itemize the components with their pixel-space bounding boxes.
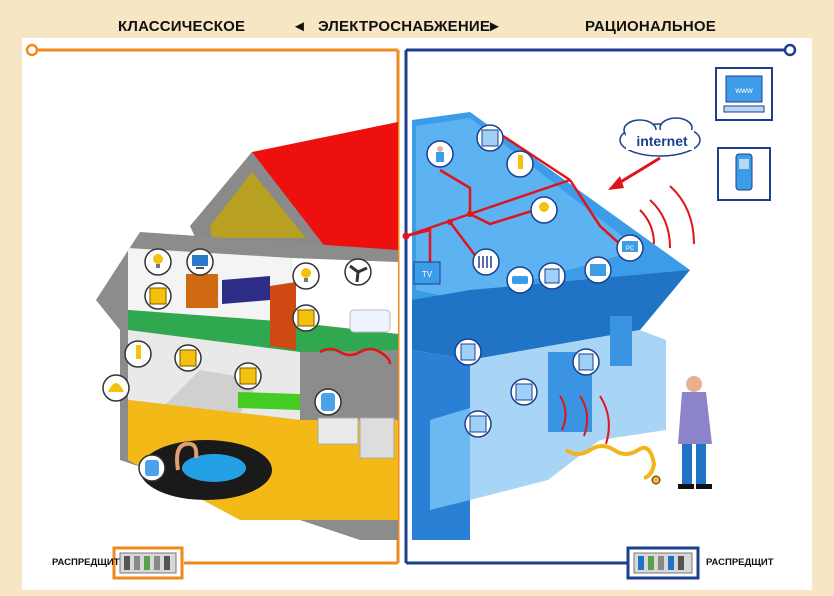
heater-icon <box>472 248 500 276</box>
stove <box>317 417 359 445</box>
bulb-icon <box>506 150 534 178</box>
kitchen-cabinet <box>359 417 395 459</box>
mobile-phone <box>717 147 771 201</box>
keypad-icon <box>572 348 600 376</box>
switch-icon <box>464 410 492 438</box>
header-rational: РАЦИОНАЛЬНОЕ <box>585 18 716 35</box>
middle-floor-blue <box>412 270 690 360</box>
floor-heating-end <box>651 475 661 485</box>
classic-frame-node <box>25 43 39 57</box>
window-icon <box>510 378 538 406</box>
router-icon <box>584 256 612 284</box>
wiring-node <box>447 219 453 225</box>
bulb-icon <box>530 196 558 224</box>
internet-arrow-head <box>608 176 624 190</box>
www-label: www <box>734 86 753 95</box>
classic-panel-label: РАСПРЕДЩИТ <box>52 557 120 568</box>
upper-floor-blue <box>416 118 640 300</box>
person-figure <box>678 376 712 489</box>
switch-icon <box>144 282 172 310</box>
bathtub <box>349 309 391 333</box>
sofa <box>238 392 300 410</box>
pump-pipe <box>175 441 199 471</box>
bulb-icon <box>144 248 172 276</box>
phone-icon <box>506 266 534 294</box>
switch-icon <box>174 344 202 372</box>
attic-inner <box>210 172 306 238</box>
upper-floor <box>128 310 398 352</box>
bulb-icon <box>292 262 320 290</box>
water-tank <box>182 454 246 482</box>
boiler-icon <box>314 388 342 416</box>
switch-icon <box>292 304 320 332</box>
classic-distribution-panel <box>112 546 184 580</box>
internet-label: internet <box>636 133 688 149</box>
thermostat-icon <box>538 262 566 290</box>
classic-icons <box>102 248 372 482</box>
wardrobe <box>186 274 218 308</box>
header-classic: КЛАССИЧЕСКОЕ <box>118 18 246 35</box>
switch-icon <box>476 124 504 152</box>
panel-icon <box>454 338 482 366</box>
tv-label: TV <box>422 270 433 279</box>
rational-icons: PC TV <box>413 124 644 438</box>
wireless-signal <box>559 185 695 445</box>
header-arrow-left: ◄ <box>292 18 308 35</box>
wiring-node <box>402 232 410 240</box>
rational-panel-label: РАСПРЕДЩИТ <box>706 557 774 568</box>
bed <box>222 276 270 304</box>
wiring-node <box>467 211 473 217</box>
rational-house <box>402 112 695 540</box>
bell-icon <box>102 374 130 402</box>
monitor-icon <box>186 248 214 276</box>
header-title: ЭЛЕКТРОСНАБЖЕНИЕ <box>318 18 491 35</box>
header-arrow-right: ► <box>487 18 503 35</box>
rational-frame-node <box>783 43 797 57</box>
rational-distribution-panel <box>626 546 700 580</box>
tv-icon: TV <box>413 261 441 285</box>
pc-icon: PC <box>616 234 644 262</box>
floor-heating-wire <box>319 347 392 365</box>
lower-room <box>430 408 470 510</box>
switch-icon <box>234 362 262 390</box>
pc-label: PC <box>626 246 635 252</box>
door <box>270 282 296 350</box>
fan-icon <box>344 258 372 286</box>
internet-cloud: internet <box>619 117 701 157</box>
side-window <box>610 316 632 366</box>
floor-heating-wire <box>564 444 657 480</box>
person-icon <box>426 140 454 168</box>
www-computer: www <box>715 67 773 121</box>
pump-icon <box>138 454 166 482</box>
rational-frame <box>404 43 797 565</box>
bulb-icon <box>124 340 152 368</box>
